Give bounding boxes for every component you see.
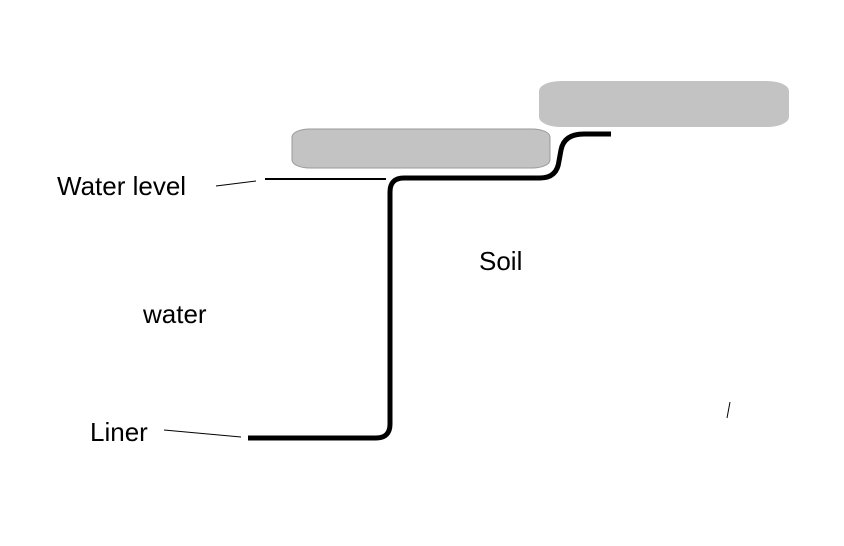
- liner-line: [248, 131, 611, 441]
- stray-tick-mark: [726, 401, 731, 419]
- water-level-leader-line: [215, 180, 257, 187]
- liner-label: Liner: [90, 417, 148, 447]
- water-label: water: [143, 299, 207, 329]
- upper-stone-slab: [539, 81, 789, 127]
- liner-leader-line: [163, 429, 242, 438]
- soil-label: Soil: [479, 246, 523, 276]
- water-level-label: Water level: [57, 171, 187, 201]
- lower-stone-slab: [291, 128, 551, 169]
